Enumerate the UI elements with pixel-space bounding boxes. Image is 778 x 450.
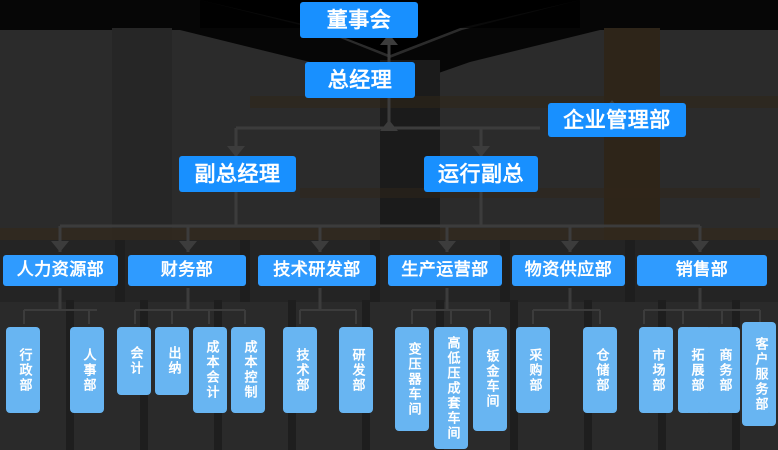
- node-team[interactable]: 钣金车间: [473, 327, 507, 431]
- node-team-label: 商务部: [716, 347, 732, 393]
- node-team[interactable]: 仓储部: [583, 327, 617, 413]
- arrow-down-icon: [179, 241, 197, 252]
- node-team-label: 高低压成套车间: [444, 335, 460, 441]
- arrow-down-icon: [561, 241, 579, 252]
- arrow-down-icon: [438, 241, 456, 252]
- node-team[interactable]: 商务部: [706, 327, 740, 413]
- node-board-label: 董事会: [326, 7, 392, 32]
- node-department[interactable]: 物资供应部: [512, 255, 625, 286]
- node-team[interactable]: 研发部: [339, 327, 373, 413]
- arrow-down-icon: [311, 241, 329, 252]
- node-operations-vice-president[interactable]: 运行副总: [424, 156, 538, 192]
- node-department-label: 人力资源部: [16, 259, 105, 280]
- node-department[interactable]: 生产运营部: [388, 255, 502, 286]
- node-enterprise-management[interactable]: 企业管理部: [548, 103, 686, 137]
- node-vice-general-manager[interactable]: 副总经理: [179, 156, 296, 192]
- node-team[interactable]: 成本控制: [231, 327, 265, 413]
- node-team[interactable]: 变压器车间: [395, 327, 429, 431]
- node-team[interactable]: 市场部: [639, 327, 673, 413]
- node-department[interactable]: 人力资源部: [3, 255, 118, 286]
- node-general-manager[interactable]: 总经理: [305, 62, 415, 98]
- arrow-down-icon: [472, 146, 490, 157]
- node-team[interactable]: 高低压成套车间: [434, 327, 468, 449]
- node-department-label: 财务部: [160, 259, 214, 280]
- arrow-down-icon: [691, 241, 709, 252]
- node-team[interactable]: 技术部: [283, 327, 317, 413]
- node-team-label: 人事部: [80, 347, 96, 393]
- node-team[interactable]: 成本会计: [193, 327, 227, 413]
- arrow-up-icon: [380, 34, 398, 45]
- node-team[interactable]: 行政部: [6, 327, 40, 413]
- arrow-up-icon: [380, 120, 398, 131]
- node-team-label: 客户服务部: [752, 336, 768, 412]
- node-team[interactable]: 人事部: [70, 327, 104, 413]
- node-team[interactable]: 采购部: [516, 327, 550, 413]
- node-department[interactable]: 销售部: [637, 255, 767, 286]
- node-team-label: 成本控制: [241, 340, 257, 400]
- node-department[interactable]: 财务部: [128, 255, 246, 286]
- arrow-down-icon: [227, 146, 245, 157]
- node-team-label: 研发部: [349, 347, 365, 393]
- node-department[interactable]: 技术研发部: [258, 255, 376, 286]
- node-team-label: 仓储部: [593, 347, 609, 393]
- node-enterprise-management-label: 企业管理部: [563, 107, 671, 132]
- node-department-label: 物资供应部: [524, 259, 613, 280]
- arrow-down-icon: [51, 241, 69, 252]
- node-department-label: 技术研发部: [273, 259, 361, 280]
- node-team-label: 市场部: [649, 347, 665, 393]
- node-team-label: 会计: [127, 346, 143, 376]
- node-team-label: 采购部: [526, 347, 542, 393]
- node-board[interactable]: 董事会: [300, 2, 418, 38]
- node-team-label: 变压器车间: [405, 341, 421, 417]
- node-team-label: 成本会计: [203, 340, 219, 400]
- node-general-manager-label: 总经理: [327, 67, 393, 92]
- node-team-label: 出纳: [165, 346, 181, 376]
- node-team-label: 行政部: [16, 347, 32, 393]
- node-operations-vice-president-label: 运行副总: [438, 161, 524, 186]
- node-team[interactable]: 会计: [117, 327, 151, 395]
- node-team-label: 拓展部: [688, 347, 704, 393]
- node-team[interactable]: 客户服务部: [742, 322, 776, 426]
- node-team[interactable]: 出纳: [155, 327, 189, 395]
- node-department-label: 销售部: [675, 259, 729, 280]
- node-vice-general-manager-label: 副总经理: [194, 161, 281, 186]
- node-team-label: 技术部: [293, 347, 309, 393]
- node-team-label: 钣金车间: [483, 349, 499, 409]
- node-department-label: 生产运营部: [401, 259, 489, 280]
